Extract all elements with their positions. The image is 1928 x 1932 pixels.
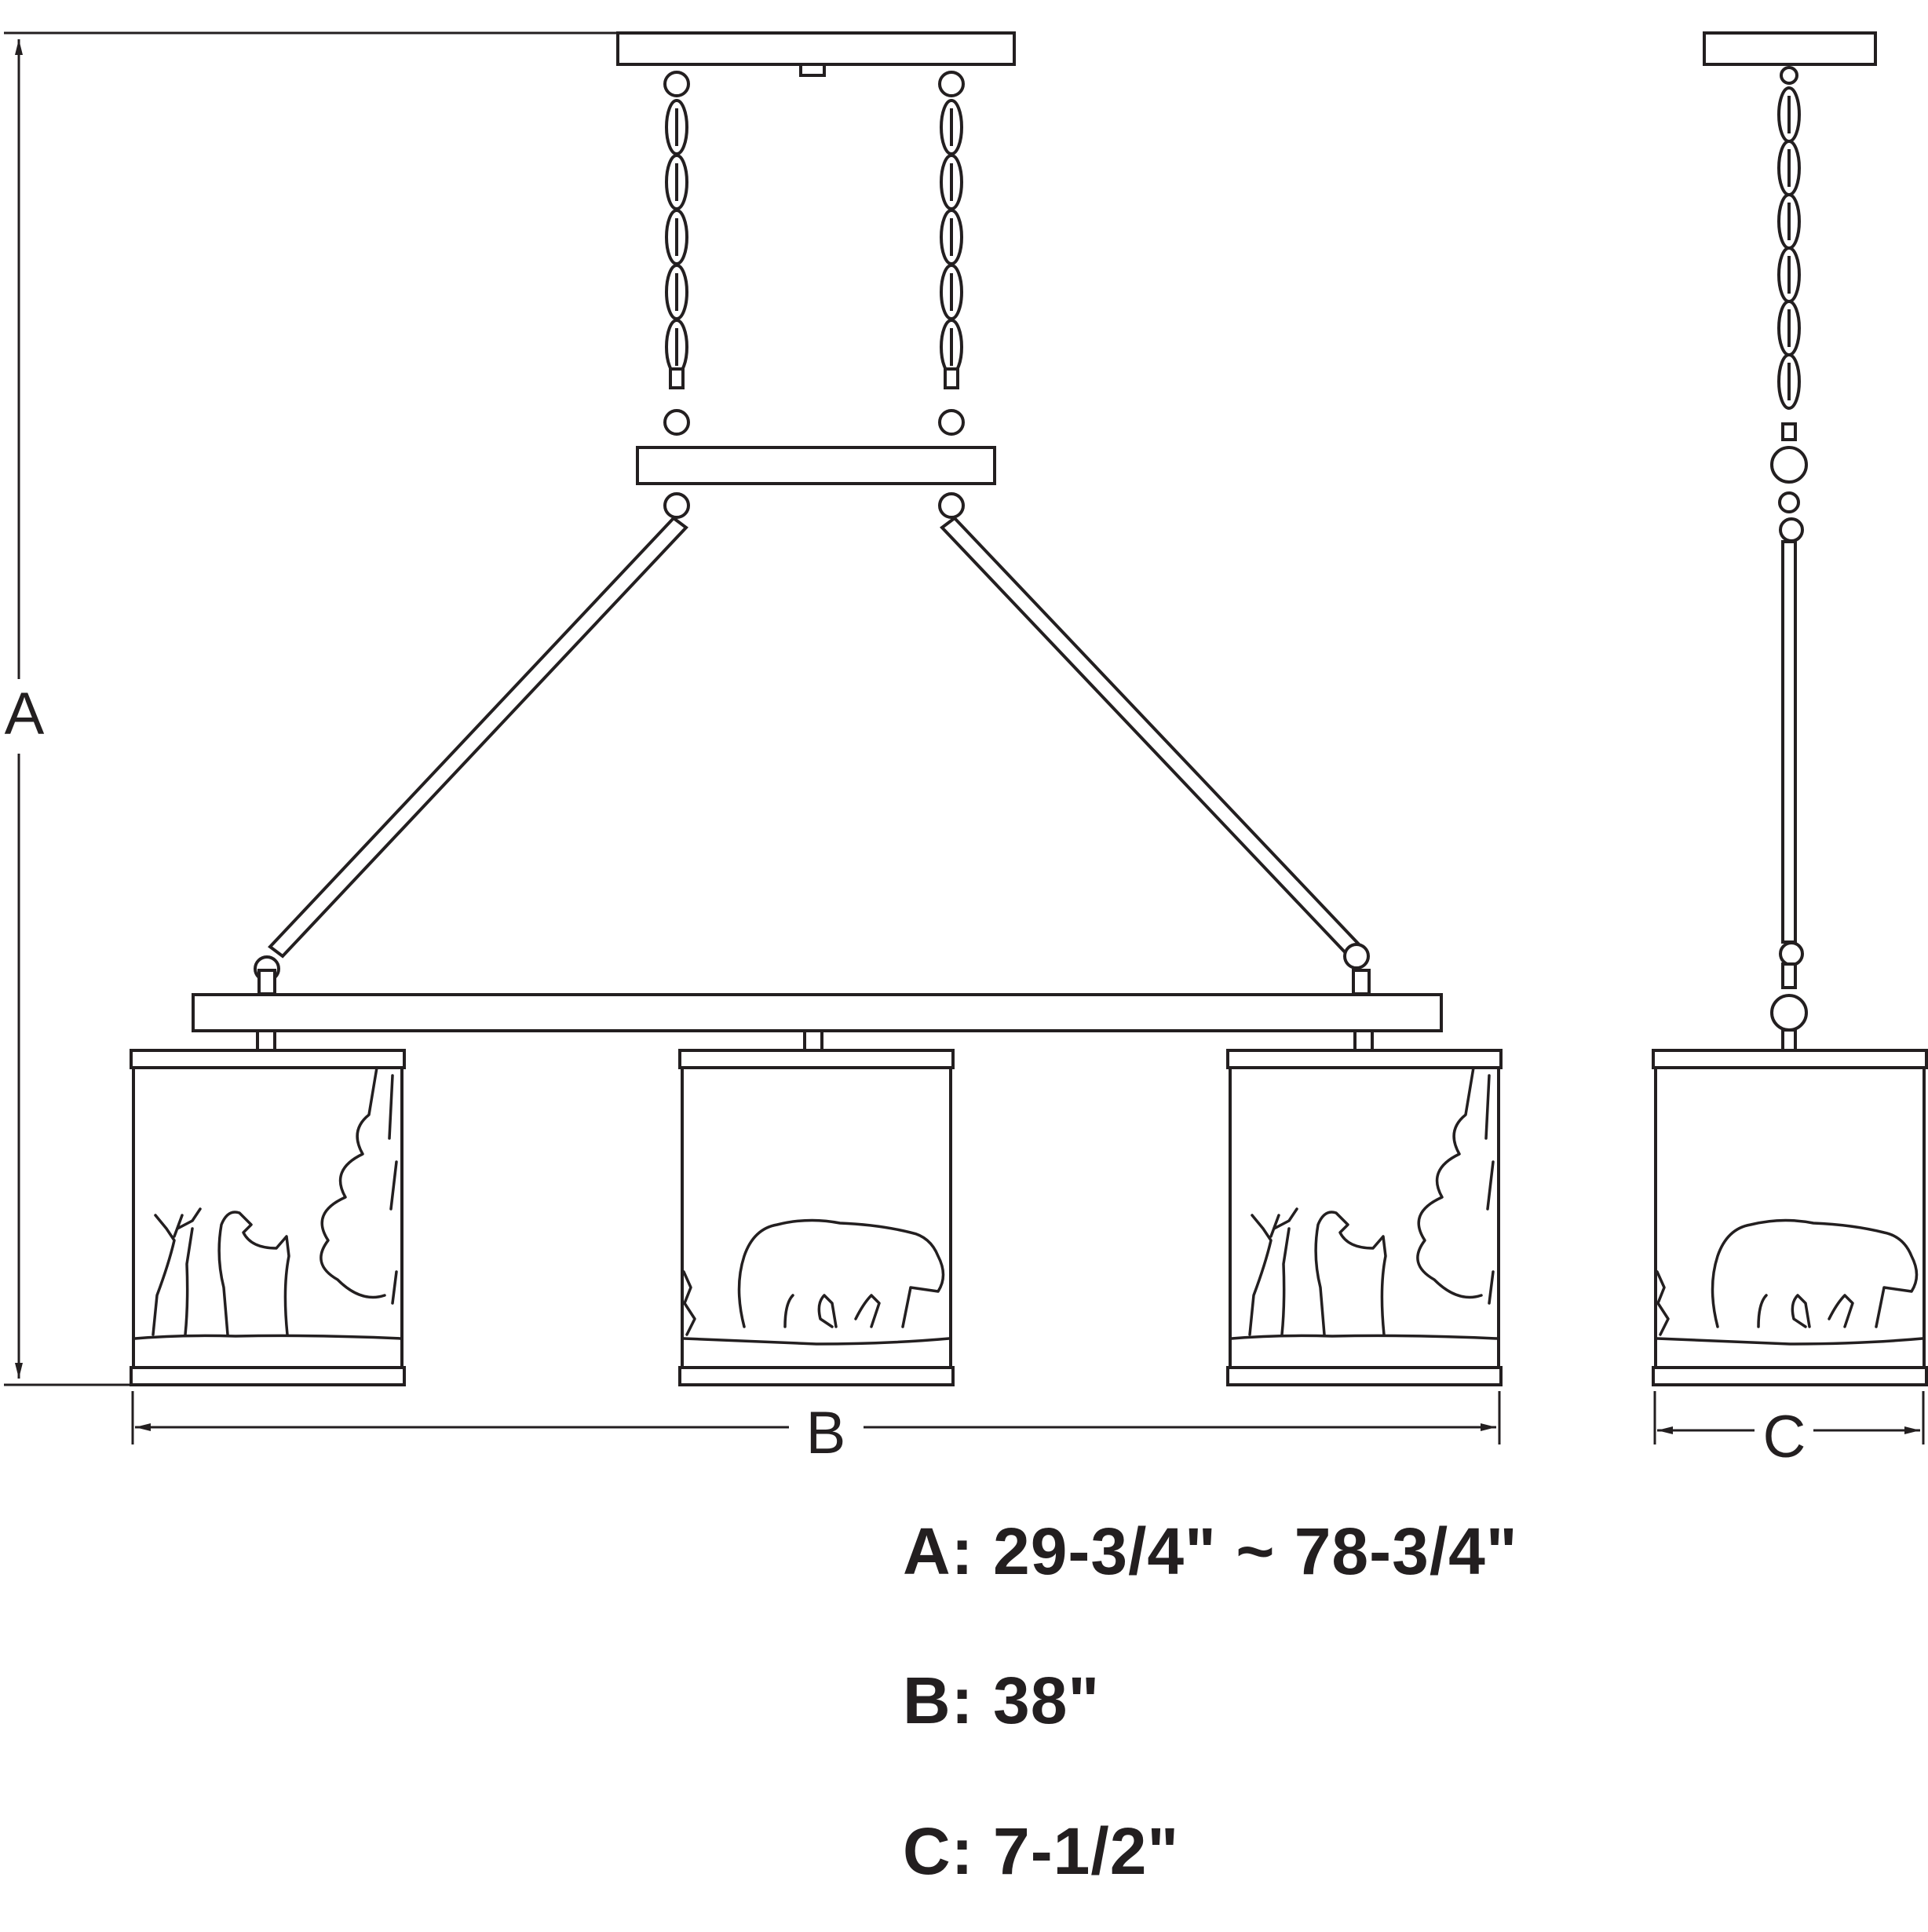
- dimension-a-label: A: [5, 681, 45, 747]
- center-shade: [678, 1049, 955, 1386]
- bear-icon: [737, 1218, 945, 1328]
- right-arm: [940, 516, 1364, 959]
- side-shade-scene: [1656, 1218, 1924, 1346]
- right-shade-scene: [1230, 1066, 1499, 1340]
- side-shade: [1654, 1066, 1926, 1369]
- lower-bar: [192, 993, 1443, 1032]
- side-arm: [1781, 540, 1797, 944]
- dimension-b-label: B: [806, 1400, 846, 1466]
- dimension-a-lines: [4, 31, 616, 1386]
- buck-deer-icon: [1248, 1207, 1298, 1336]
- right-chain: [938, 71, 965, 436]
- ceiling-canopy: [616, 31, 1016, 66]
- ground-line: [133, 1334, 403, 1340]
- left-arm: [268, 516, 688, 959]
- bear-icon: [1711, 1218, 1919, 1328]
- doe-deer-icon: [1314, 1211, 1387, 1336]
- upper-bar: [636, 446, 996, 485]
- spec-b: B: 38": [903, 1664, 1101, 1737]
- buck-deer-icon: [152, 1207, 202, 1336]
- right-shade: [1226, 1049, 1503, 1386]
- ground-line: [682, 1337, 951, 1346]
- ground-line: [1230, 1334, 1499, 1340]
- dimension-c-lines: [1653, 1391, 1925, 1444]
- tree-branch-icon: [388, 1074, 398, 1305]
- side-view: [1652, 31, 1928, 1386]
- ground-line: [1656, 1337, 1924, 1346]
- tree-icon: [320, 1066, 386, 1299]
- spec-a: A: 29-3/4" ~ 78-3/4": [903, 1514, 1518, 1588]
- spec-c: C: 7-1/2": [903, 1814, 1180, 1888]
- side-canopy: [1703, 31, 1877, 66]
- tree-branch-icon: [1484, 1074, 1495, 1305]
- tree-icon: [1416, 1066, 1483, 1299]
- doe-deer-icon: [217, 1211, 290, 1336]
- left-shade: [130, 1049, 406, 1386]
- dimension-c-label: C: [1763, 1404, 1806, 1470]
- shrub-icon: [682, 1270, 696, 1336]
- shrub-icon: [1656, 1270, 1670, 1336]
- left-chain: [663, 71, 690, 436]
- dimension-b-lines: [131, 1391, 1501, 1444]
- front-view: [130, 31, 1503, 1386]
- left-shade-scene: [133, 1066, 403, 1340]
- center-shade-scene: [682, 1218, 951, 1346]
